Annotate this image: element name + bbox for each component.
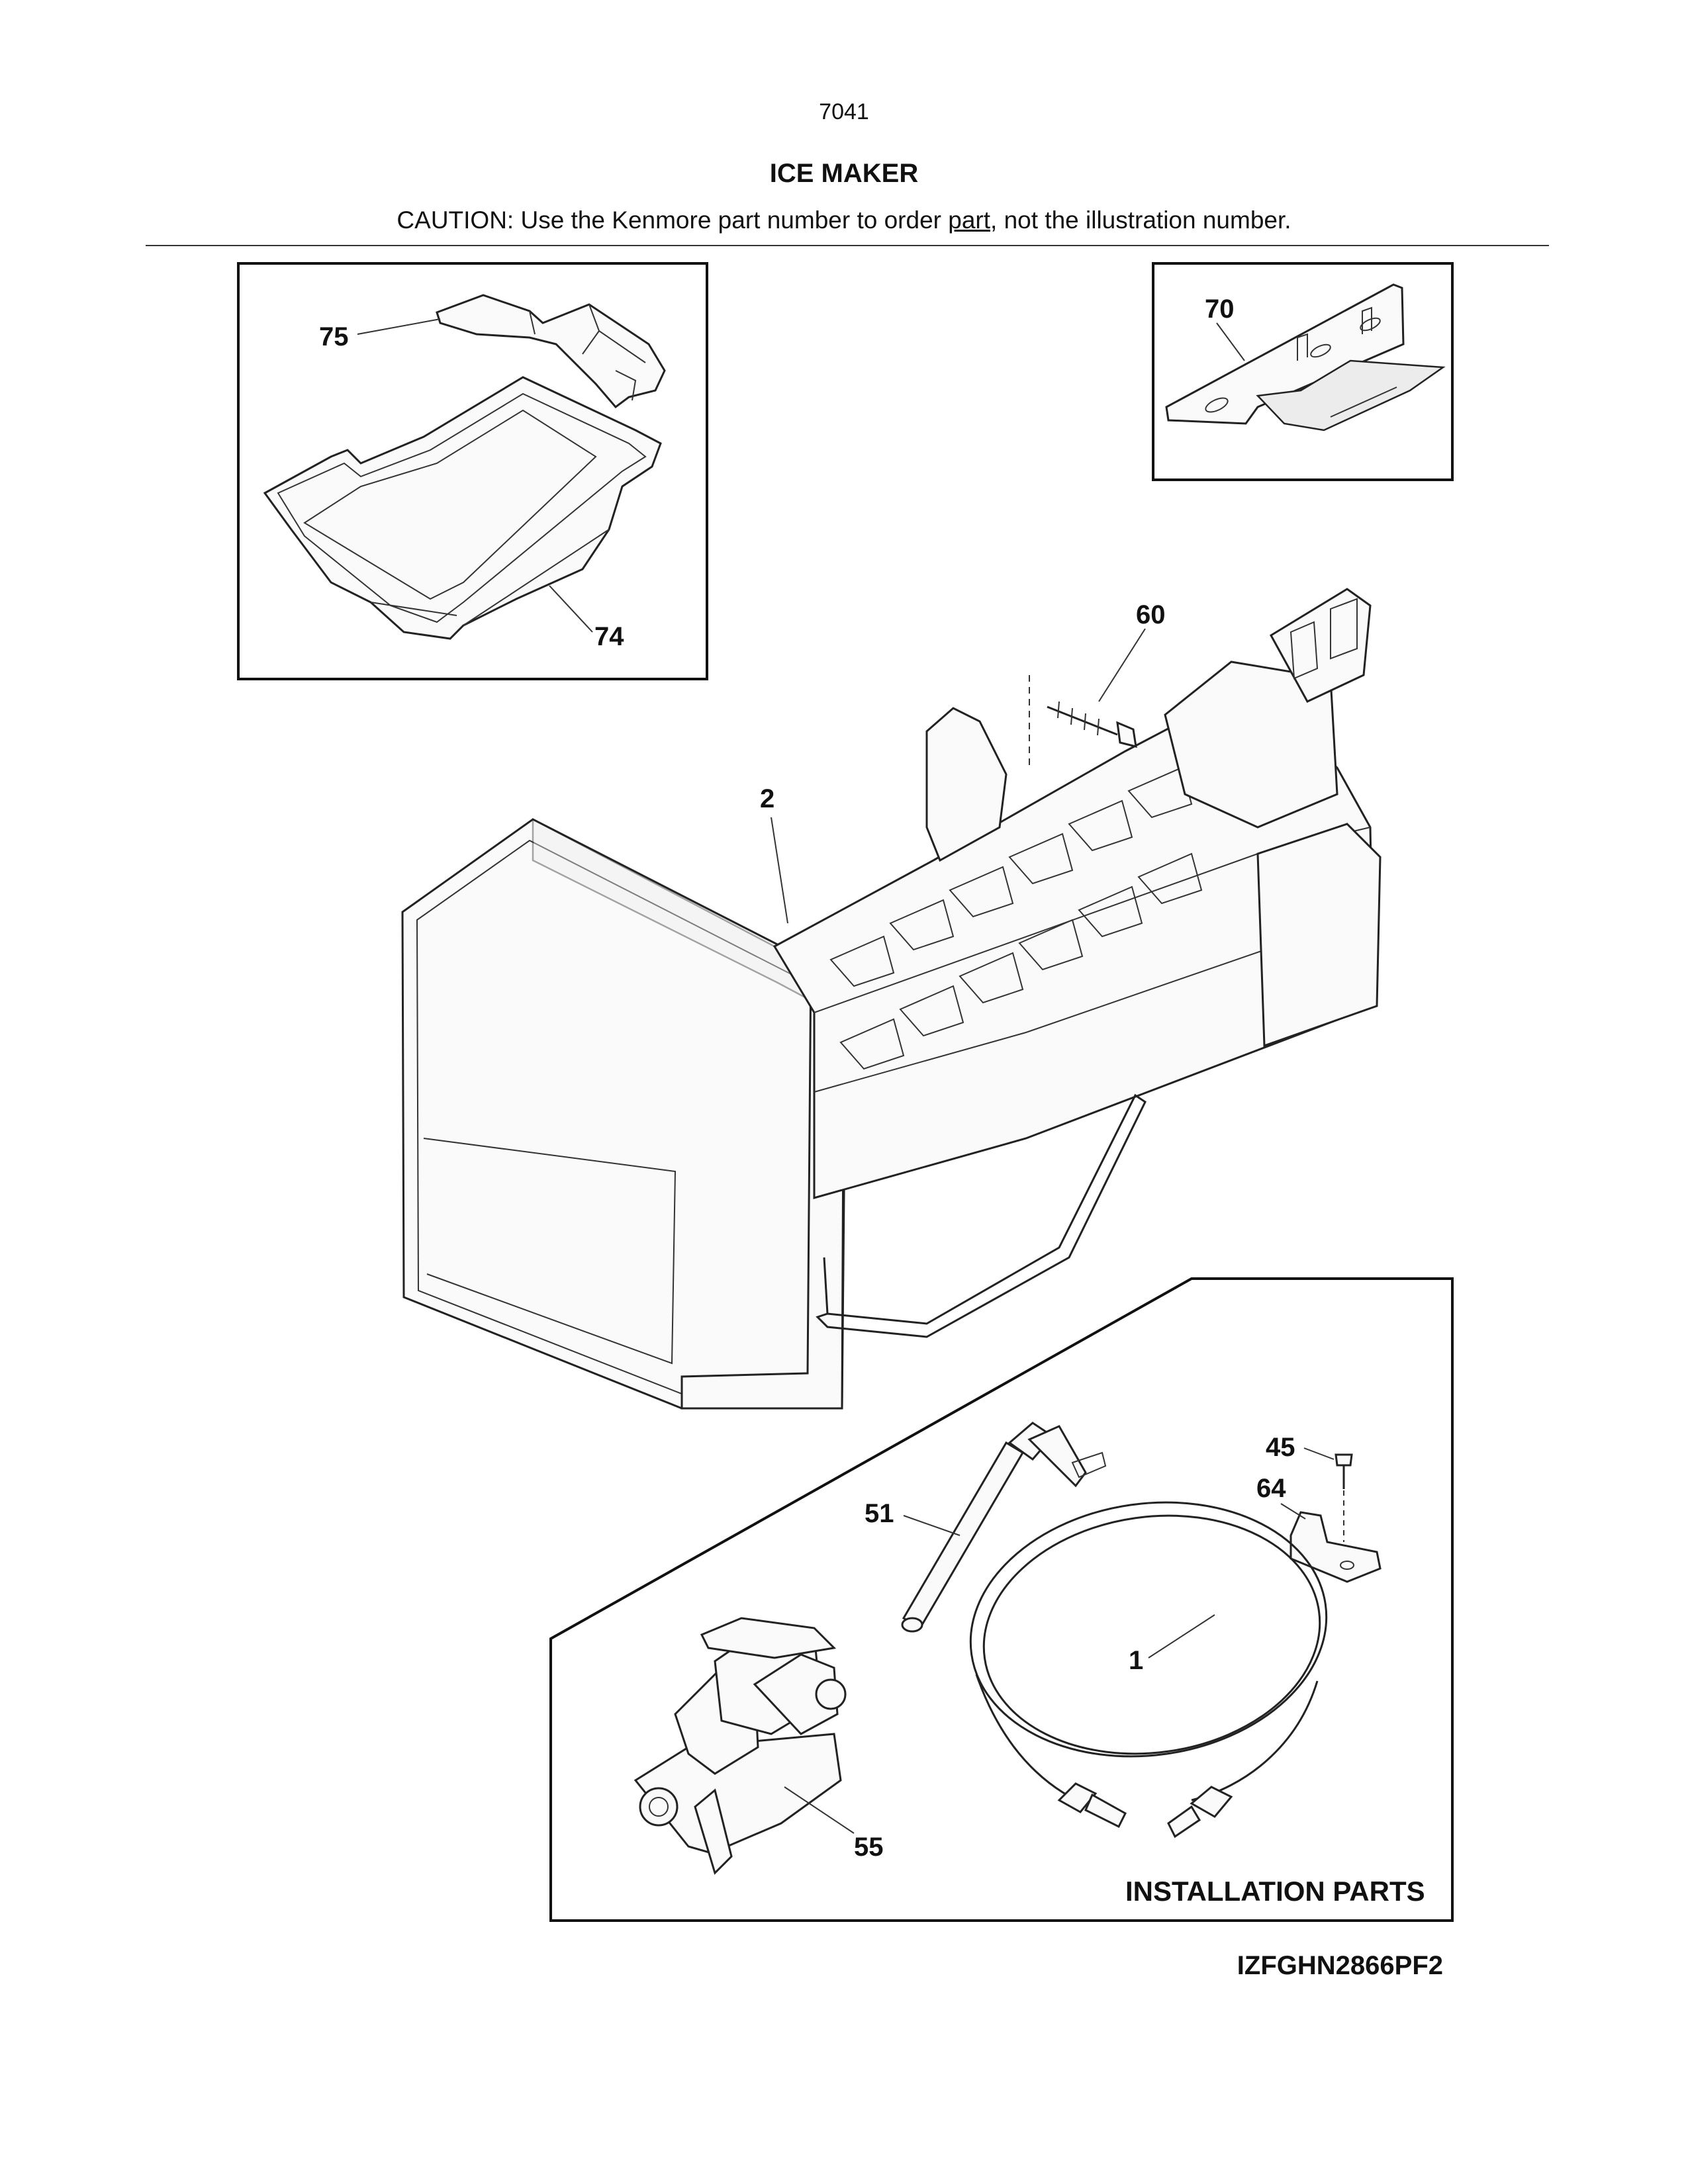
leader-64: [1280, 1503, 1306, 1520]
water-valve-part-55[interactable]: [633, 1617, 847, 1875]
caution-note: CAUTION: Use the Kenmore part number to …: [0, 206, 1688, 234]
leader-51: [903, 1515, 961, 1536]
leader-60: [1098, 628, 1146, 702]
ice-bucket-part-74[interactable]: [263, 376, 662, 640]
model-code: IZFGHN2866PF2: [1237, 1951, 1443, 1980]
caution-text-start: CAUTION: Use the Kenmore part number to …: [397, 206, 949, 234]
ice-maker-assembly-part-2[interactable]: [401, 588, 1382, 1410]
leader-55: [784, 1786, 855, 1834]
page-number: 7041: [819, 99, 869, 124]
tube-clamp-part-64[interactable]: [1289, 1511, 1382, 1583]
leader-70: [1216, 322, 1245, 361]
callout-70: 70: [1205, 295, 1235, 324]
callout-75: 75: [319, 322, 349, 351]
callout-2: 2: [760, 784, 774, 813]
bucket-inset-box: [237, 262, 708, 680]
bracket-inset-box: [1152, 262, 1454, 481]
callout-55: 55: [854, 1833, 884, 1862]
leader-74: [549, 585, 593, 633]
leader-75: [357, 318, 441, 335]
leader-45: [1303, 1447, 1335, 1460]
ice-bucket-cover-part-75[interactable]: [436, 294, 666, 409]
fill-tube-part-51[interactable]: [901, 1422, 1107, 1633]
leader-1: [1148, 1614, 1215, 1659]
callout-60: 60: [1136, 600, 1166, 629]
callout-74: 74: [594, 622, 624, 651]
header-rule: [146, 245, 1549, 246]
callout-1: 1: [1129, 1646, 1143, 1675]
clamp-screw-part-45[interactable]: [1335, 1453, 1353, 1489]
caution-text-end: , not the illustration number.: [990, 206, 1291, 234]
callout-51: 51: [865, 1499, 894, 1528]
leader-2: [771, 817, 788, 924]
installation-parts-box: [549, 1277, 1454, 1922]
water-tubing-part-1[interactable]: [954, 1480, 1343, 1839]
caution-underlined-word: part: [948, 206, 991, 234]
mounting-bracket-part-70[interactable]: [1165, 283, 1446, 432]
installation-parts-label: INSTALLATION PARTS: [1125, 1876, 1425, 1907]
callout-64: 64: [1256, 1474, 1286, 1503]
callout-45: 45: [1266, 1433, 1295, 1462]
mounting-screw-part-60[interactable]: [1047, 701, 1137, 749]
page-title: ICE MAKER: [769, 159, 919, 188]
